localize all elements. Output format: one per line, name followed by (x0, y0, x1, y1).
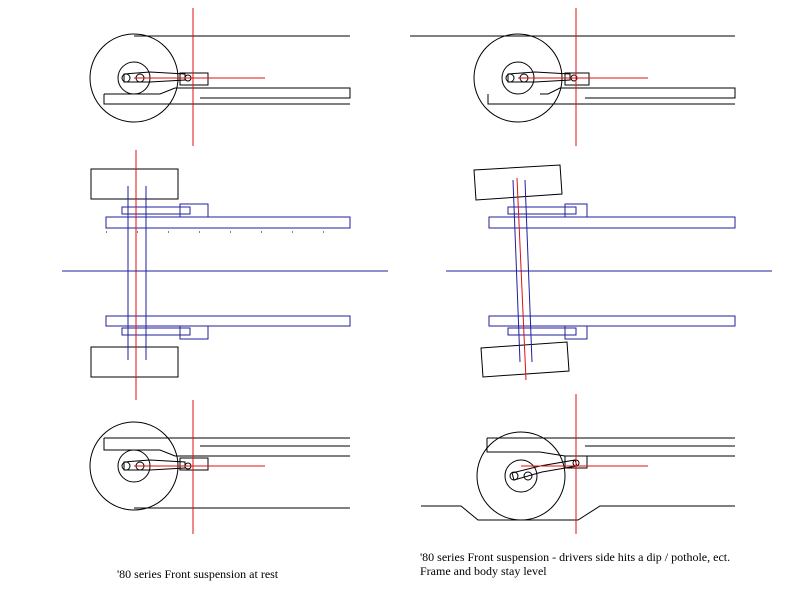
left-top-frame-rail (103, 87, 351, 105)
left-top-radius-arm (123, 71, 186, 83)
right-plan-arm-top (507, 206, 577, 215)
left-plan-mount-bottom (179, 325, 209, 340)
left-caption: '80 series Front suspension at rest (117, 567, 279, 581)
left-bottom-bolt-1 (121, 461, 131, 471)
right-plan-arm-bottom (507, 327, 577, 336)
right-plan-frame-rail-bottom (488, 315, 736, 327)
left-plan-frame-rail-bottom (105, 315, 351, 327)
right-caption-line-2: Frame and body stay level (420, 564, 547, 578)
left-plan-tire-top (90, 168, 179, 200)
right-plan-axle-center (516, 177, 527, 381)
left-plan-view (62, 150, 388, 400)
right-bottom-bolt-2 (523, 471, 533, 481)
right-bottom-radius-arm (511, 459, 578, 481)
left-bottom-radius-arm (123, 459, 186, 471)
left-bottom-frame-rail (103, 437, 350, 457)
right-bottom-road-profile (421, 505, 735, 521)
right-plan-view (446, 164, 772, 381)
right-top-radius-arm-pivot (564, 72, 590, 86)
left-top-radius-arm-pivot (179, 72, 209, 86)
left-plan-frame-rail-top (105, 216, 351, 229)
right-plan-tire-top (473, 164, 563, 201)
left-panel (62, 8, 388, 534)
right-plan-frame-rail-top (488, 216, 736, 229)
right-bottom-frame-rail (486, 437, 735, 457)
right-bottom-side-view (421, 394, 735, 534)
left-plan-tire-bottom (90, 346, 179, 378)
left-plan-mount-top (179, 203, 209, 218)
left-plan-arm-top (121, 206, 191, 215)
right-top-radius-arm (507, 71, 571, 83)
right-bottom-bolt-1 (509, 471, 519, 481)
right-top-bolt-1 (505, 73, 515, 83)
left-top-bolt-1 (121, 73, 131, 83)
left-bottom-radius-arm-pivot (179, 457, 209, 471)
right-top-side-view (410, 8, 736, 146)
right-plan-mount-bottom (564, 325, 588, 340)
right-plan-mount-top (564, 203, 588, 218)
left-plan-arm-bottom (121, 327, 191, 336)
right-plan-tire-bottom (480, 341, 570, 378)
right-caption-line-1: '80 series Front suspension - drivers si… (420, 550, 731, 564)
right-bottom-tire (476, 431, 566, 521)
left-top-side-view (89, 8, 351, 146)
right-bottom-hub (504, 459, 538, 493)
left-bottom-side-view (89, 400, 350, 534)
right-panel (410, 8, 772, 534)
right-top-frame-rail (487, 87, 736, 105)
